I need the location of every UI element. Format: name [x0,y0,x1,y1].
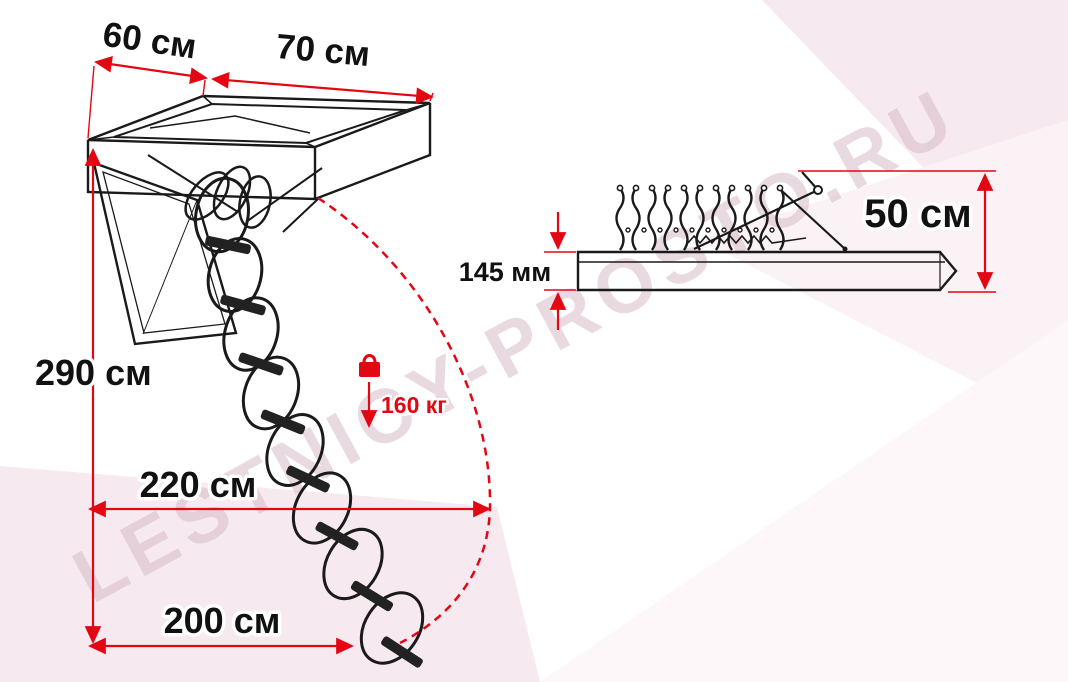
hatch-box [86,94,432,201]
support-arms [147,154,323,233]
dim-depth-label: 60 см [100,15,199,67]
trajectory-curve [317,196,492,645]
hatch-board [576,250,958,292]
dimension-panel-thickness: 145 мм [455,212,576,330]
dim-reach-label: 220 см [140,464,257,505]
load-capacity-label: 160 кг [381,392,447,418]
scissor-ladder [184,165,425,668]
dim-folded-height-label: 50 см [864,192,971,236]
dimension-footprint: 200 см [88,597,354,655]
dimension-folded-height: 50 см [798,170,996,293]
dimension-reach: 220 см [88,461,491,518]
dimension-depth: 60 см [87,11,208,139]
load-capacity: 160 кг [359,354,449,428]
weight-icon [359,354,380,377]
folded-view: 145 мм 50 см [455,170,996,330]
dim-height-label: 290 см [35,352,152,393]
open-lid [92,161,238,346]
dim-panel-thickness-label: 145 мм [459,257,552,287]
dim-footprint-label: 200 см [164,600,281,641]
dimension-height: 290 см [32,148,155,644]
dim-width-label: 70 см [274,27,371,74]
folded-scissor-mechanism [615,171,848,252]
dimension-width: 70 см [211,24,434,104]
